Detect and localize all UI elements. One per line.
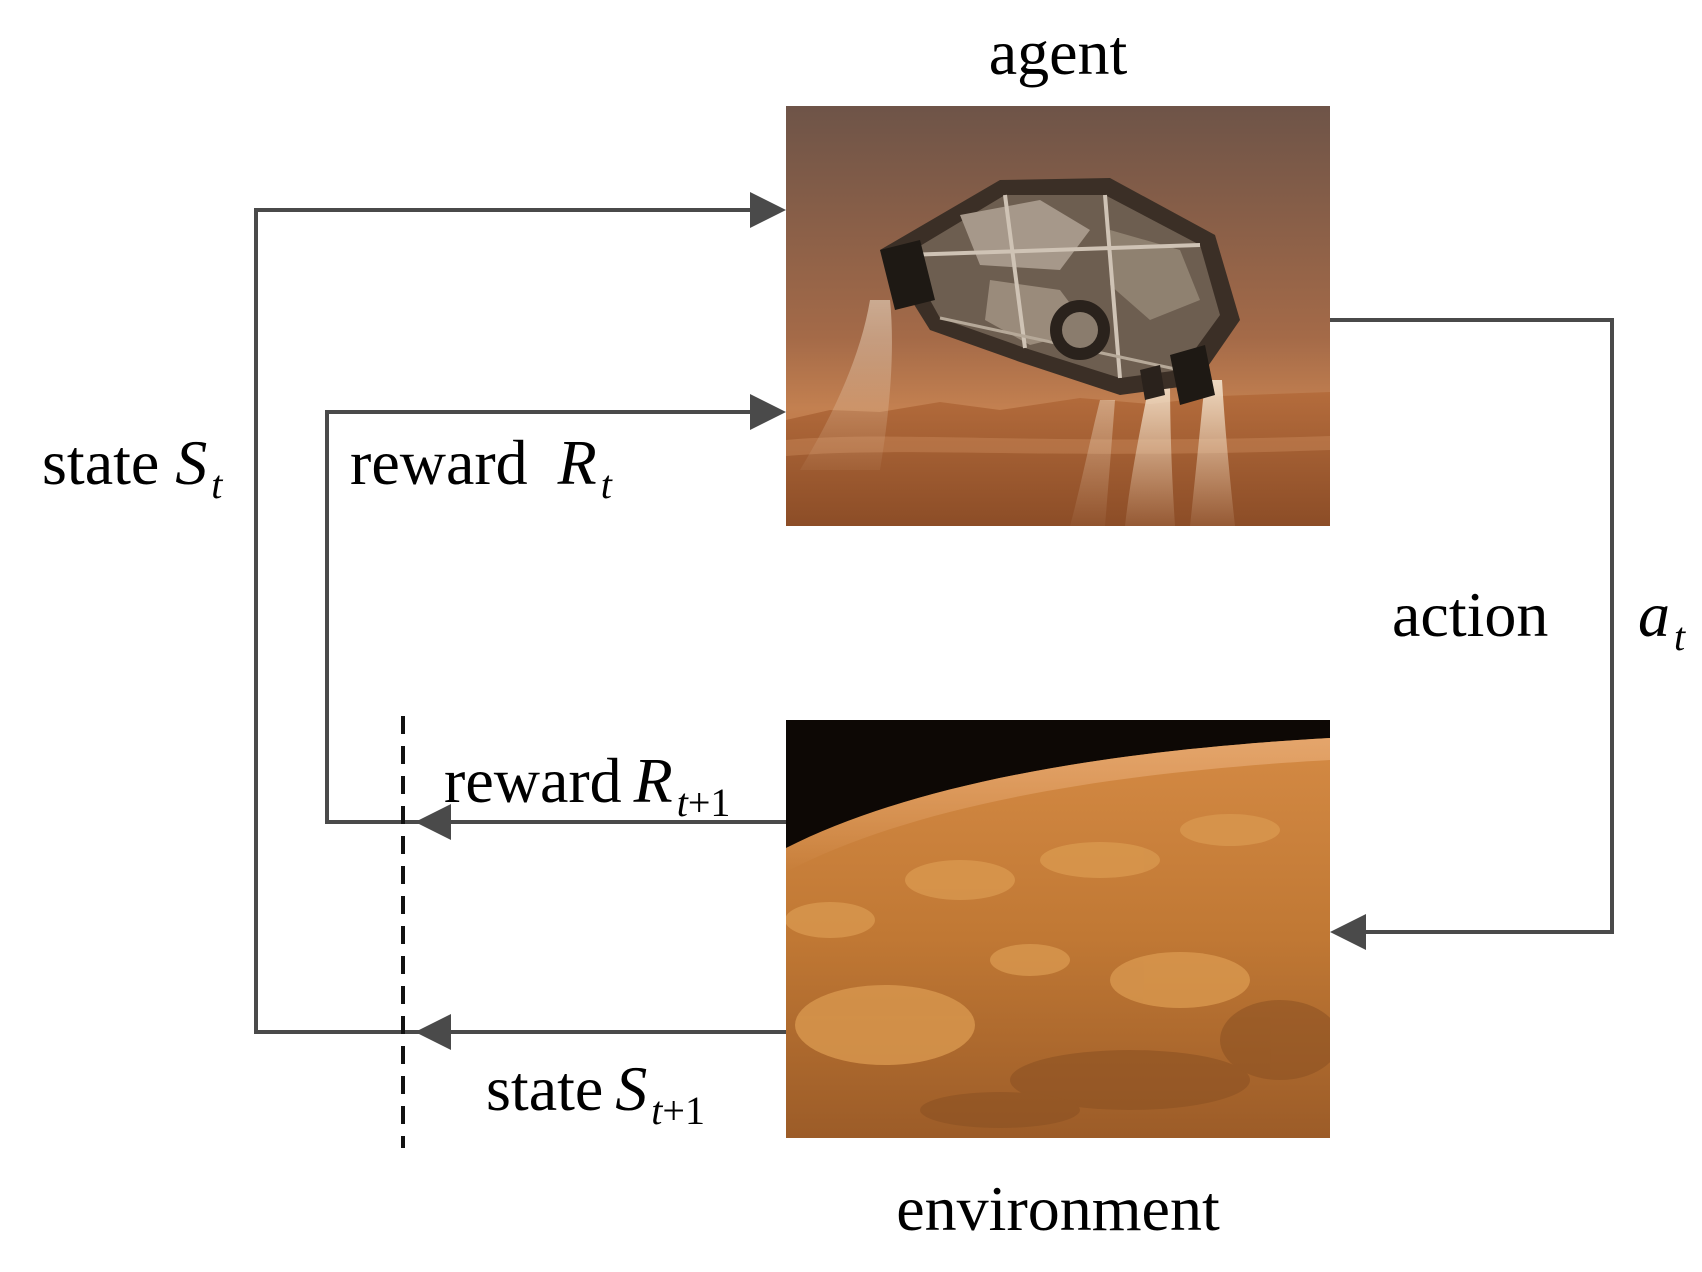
environment-image — [786, 720, 1330, 1138]
action-label: action — [1392, 579, 1548, 650]
arrow-head-state-in — [750, 192, 786, 228]
action-symbol-label: a t — [1638, 579, 1686, 659]
state-next-label: state S t+1 — [486, 1053, 705, 1133]
agent-image — [786, 106, 1330, 526]
arrow-head-reward-next — [415, 804, 451, 840]
action-line — [1330, 318, 1614, 934]
arrow-head-state-next — [415, 1014, 451, 1050]
arrow-head-action-in — [1330, 914, 1366, 950]
crater-icon — [786, 814, 1280, 1065]
state-label: state S t — [42, 427, 223, 507]
reward-next-label: reward R t+1 — [444, 745, 730, 825]
descent-stage-icon — [880, 178, 1240, 405]
arrow-head-reward-in — [750, 394, 786, 430]
state-feedback-line — [254, 208, 786, 1034]
environment-label: environment — [896, 1173, 1220, 1244]
arrows — [254, 208, 1614, 1148]
agent-label: agent — [989, 17, 1128, 88]
reward-label: reward R t — [350, 427, 613, 507]
reward-feedback-line — [325, 410, 786, 824]
